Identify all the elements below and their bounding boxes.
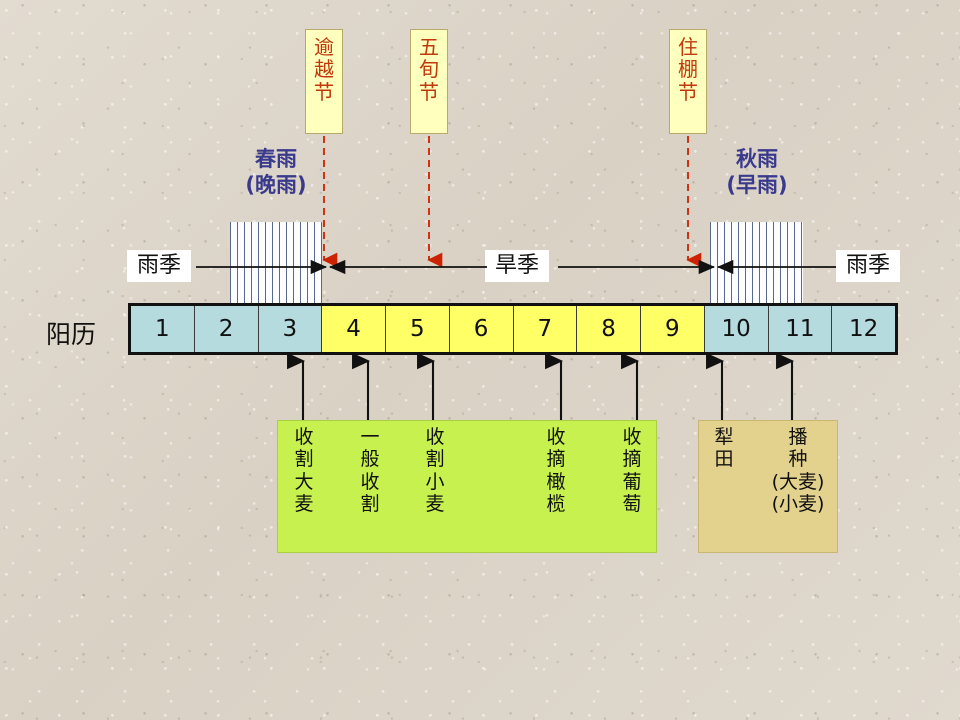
festival-char: 节: [314, 79, 334, 104]
activity-char: 葡: [622, 470, 642, 493]
month-number: 1: [155, 316, 170, 342]
activity-char: (大麦): [771, 470, 825, 493]
month-cell-7[interactable]: 7: [513, 306, 578, 352]
season-label-dry: 旱季: [485, 250, 550, 283]
month-cell-1[interactable]: 1: [131, 306, 195, 352]
activity-char: 大: [294, 470, 314, 493]
spring-rain-hatch: [230, 222, 322, 303]
autumn-rain-title: 秋雨 (早雨): [684, 147, 830, 198]
activity-char: 榄: [546, 493, 566, 516]
season-text: 雨季: [137, 253, 182, 278]
month-number: 5: [410, 316, 425, 342]
activity-char: 田: [714, 448, 734, 471]
activity-char: 种: [788, 448, 808, 471]
activity-char: 摘: [622, 448, 642, 471]
autumn-rain-line-2: (早雨): [726, 172, 788, 197]
activity-char: 一: [360, 426, 380, 448]
activity-char: 收: [546, 426, 566, 448]
month-number: 2: [218, 316, 234, 342]
activity-olive-picking: 收 摘 橄 榄: [535, 426, 577, 516]
activity-char: 麦: [425, 493, 445, 516]
festival-box-tabernacles[interactable]: 住 棚 节: [669, 29, 707, 134]
season-label-wet-right: 雨季: [836, 250, 901, 283]
activity-char: 萄: [622, 493, 642, 516]
festival-char: 住: [678, 35, 698, 59]
festival-char: 节: [419, 79, 439, 104]
month-number: 11: [785, 316, 815, 342]
month-cell-9[interactable]: 9: [641, 306, 705, 352]
activities-green-box: [277, 420, 657, 553]
activities-tan-box: [698, 420, 838, 553]
season-text: 雨季: [846, 253, 891, 278]
month-cell-11[interactable]: 11: [768, 306, 833, 352]
activity-barley-harvest: 收 割 大 麦: [283, 426, 325, 516]
month-cell-4[interactable]: 4: [322, 306, 386, 352]
activity-char: 麦: [294, 493, 314, 516]
activity-char: 割: [360, 493, 380, 516]
activity-char: 般: [360, 448, 380, 471]
activity-char: 收: [360, 470, 380, 493]
month-cell-5[interactable]: 5: [386, 306, 450, 352]
month-number: 7: [537, 316, 553, 342]
festival-char: 节: [678, 79, 698, 104]
activity-char: 播: [788, 426, 808, 448]
activity-char: 收: [425, 426, 445, 448]
festival-box-pentecost[interactable]: 五 旬 节: [410, 29, 448, 134]
activity-char: 割: [425, 448, 445, 471]
month-number: 9: [665, 316, 680, 342]
month-cell-6[interactable]: 6: [449, 306, 514, 352]
activity-char: 收: [294, 426, 314, 448]
spring-rain-line-2: (晚雨): [245, 172, 307, 197]
month-number: 8: [601, 316, 616, 342]
month-cell-8[interactable]: 8: [577, 306, 641, 352]
month-cell-12[interactable]: 12: [832, 306, 895, 352]
activity-char: 小: [425, 470, 445, 493]
month-cell-2[interactable]: 2: [194, 306, 259, 352]
month-number: 6: [473, 316, 489, 342]
activity-char: 摘: [546, 448, 566, 471]
activity-plowing: 犁 田: [703, 426, 745, 471]
activity-char: 橄: [546, 470, 566, 493]
activity-general-harvest: 一 般 收 割: [349, 426, 391, 516]
activity-char: 犁: [714, 426, 734, 448]
festival-char: 逾: [314, 35, 334, 59]
calendar-label: 阳历: [46, 320, 97, 349]
autumn-rain-hatch: [710, 222, 803, 303]
spring-rain-line-1: 春雨: [255, 147, 297, 171]
spring-rain-title: 春雨 (晚雨): [203, 147, 349, 198]
activity-sowing: 播 种 (大麦) (小麦): [766, 426, 830, 516]
festival-box-passover[interactable]: 逾 越 节: [305, 29, 343, 134]
festival-char: 五: [419, 35, 439, 59]
activity-char: 收: [622, 426, 642, 448]
season-text: 旱季: [495, 253, 540, 278]
festival-char: 棚: [678, 57, 698, 82]
autumn-rain-line-1: 秋雨: [736, 147, 778, 171]
activity-char: (小麦): [771, 493, 825, 516]
calendar-bar: 1 2 3 4 5 6 7 8 9 10 11 12: [128, 303, 898, 355]
month-number: 10: [721, 316, 751, 342]
month-cell-3[interactable]: 3: [258, 306, 323, 352]
month-number: 12: [848, 316, 879, 342]
month-number: 3: [282, 316, 298, 342]
month-number: 4: [346, 316, 361, 342]
activity-char: 割: [294, 448, 314, 471]
festival-char: 旬: [419, 57, 439, 82]
activity-grape-picking: 收 摘 葡 萄: [611, 426, 653, 516]
season-label-wet-left: 雨季: [127, 250, 192, 283]
month-cell-10[interactable]: 10: [704, 306, 769, 352]
festival-char: 越: [314, 57, 334, 82]
activity-wheat-harvest: 收 割 小 麦: [414, 426, 456, 516]
